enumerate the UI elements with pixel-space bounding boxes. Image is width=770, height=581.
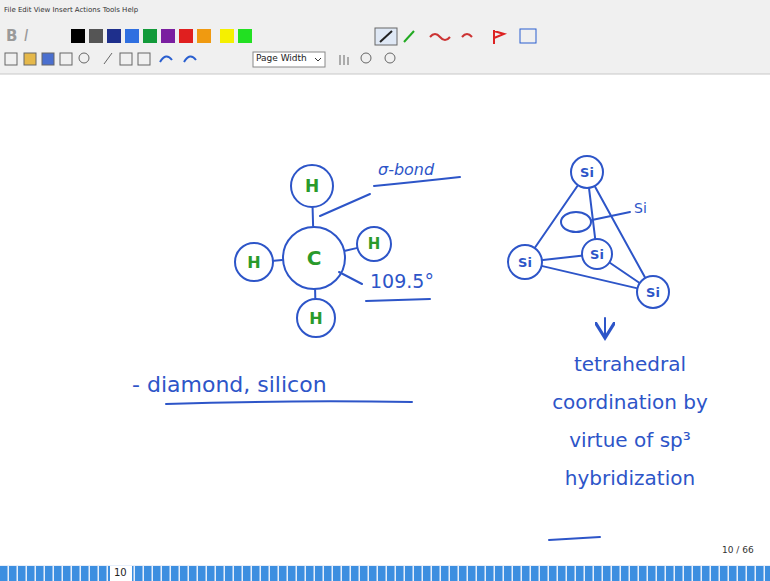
handwritten-label: Si <box>634 200 647 216</box>
bond-line <box>274 259 282 262</box>
back-atom-oval <box>561 212 591 232</box>
bond-line <box>610 263 639 283</box>
atom-symbol: Si <box>646 285 660 300</box>
atom-symbol: H <box>309 309 322 328</box>
atom-circle: Si <box>507 244 543 280</box>
bond-line <box>589 189 595 238</box>
handwritten-label: - diamond, silicon <box>132 372 327 397</box>
atom-symbol: Si <box>580 165 594 180</box>
atom-circle: H <box>234 242 274 282</box>
bond-line <box>543 266 637 288</box>
atom-circle: H <box>290 164 334 208</box>
down-arrow <box>604 318 606 338</box>
current-page-box <box>110 566 132 581</box>
toolbar-bg <box>0 0 770 74</box>
underline <box>549 537 600 540</box>
handwritten-label: File Edit View Insert Actions Tools Help <box>4 6 138 14</box>
hand-strokes <box>166 177 630 540</box>
atom-circle: Si <box>636 275 670 309</box>
handwritten-label: Page Width <box>256 53 307 63</box>
atom-circle: C <box>282 226 346 290</box>
color-swatches <box>71 29 252 43</box>
handwritten-label: 109.5° <box>370 270 434 292</box>
atom-symbol: C <box>307 246 322 270</box>
atom-circle: H <box>296 298 336 338</box>
toolbar-border <box>0 74 770 75</box>
handwritten-label: 10 <box>114 567 127 578</box>
page-bar-bg <box>0 565 770 581</box>
bond-line <box>543 256 581 260</box>
atom-symbol: H <box>247 253 260 272</box>
bond-line <box>312 208 315 226</box>
page-bar <box>0 566 770 581</box>
handwritten-label: B <box>6 27 17 45</box>
handwritten-label: 10 / 66 <box>722 545 754 555</box>
atom-circle: Si <box>570 155 604 189</box>
bond-line <box>535 186 577 247</box>
handwritten-label: σ-bond <box>378 160 434 179</box>
underline <box>166 401 412 404</box>
leader-line <box>320 194 370 216</box>
leader-line <box>339 272 362 284</box>
tool-icons <box>5 28 536 67</box>
atom-circle: Si <box>581 238 613 270</box>
atom-symbol: Si <box>590 247 604 262</box>
atom-symbol: H <box>368 235 381 253</box>
handwritten-label: I <box>24 27 28 45</box>
underline <box>366 299 430 301</box>
atom-symbol: Si <box>518 255 532 270</box>
atom-circle: H <box>356 226 392 262</box>
atom-symbol: H <box>305 176 319 196</box>
handwritten-label: tetrahedral coordination by virtue of sp… <box>535 345 725 497</box>
bond-line <box>314 290 316 298</box>
bond-line <box>345 248 356 251</box>
